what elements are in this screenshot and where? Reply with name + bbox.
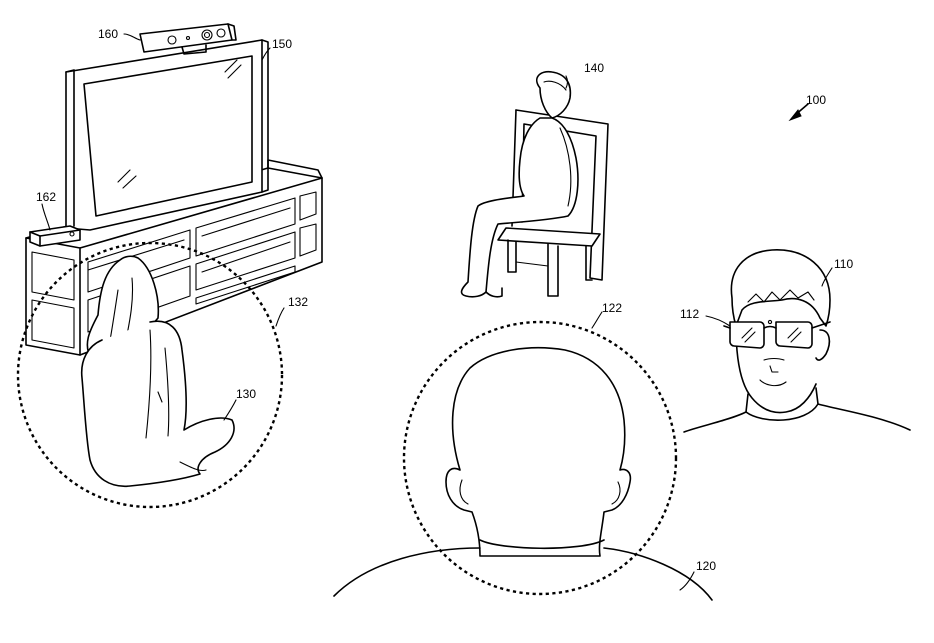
label-132: 132 bbox=[288, 295, 308, 309]
label-160: 160 bbox=[98, 27, 118, 41]
label-150: 150 bbox=[272, 37, 292, 51]
label-110: 110 bbox=[834, 257, 853, 271]
viewer-140-chair bbox=[462, 72, 608, 297]
viewer-120-rear bbox=[334, 348, 712, 600]
label-100: 100 bbox=[806, 93, 826, 107]
viewer-130-floor bbox=[82, 256, 234, 486]
label-140: 140 bbox=[584, 61, 604, 75]
label-162: 162 bbox=[36, 190, 56, 204]
viewer-110 bbox=[684, 250, 910, 432]
label-120: 120 bbox=[696, 559, 716, 573]
label-112: 112 bbox=[680, 307, 699, 321]
label-122: 122 bbox=[602, 301, 622, 315]
console-162 bbox=[30, 226, 80, 246]
display-150 bbox=[66, 40, 268, 230]
label-130: 130 bbox=[236, 387, 256, 401]
